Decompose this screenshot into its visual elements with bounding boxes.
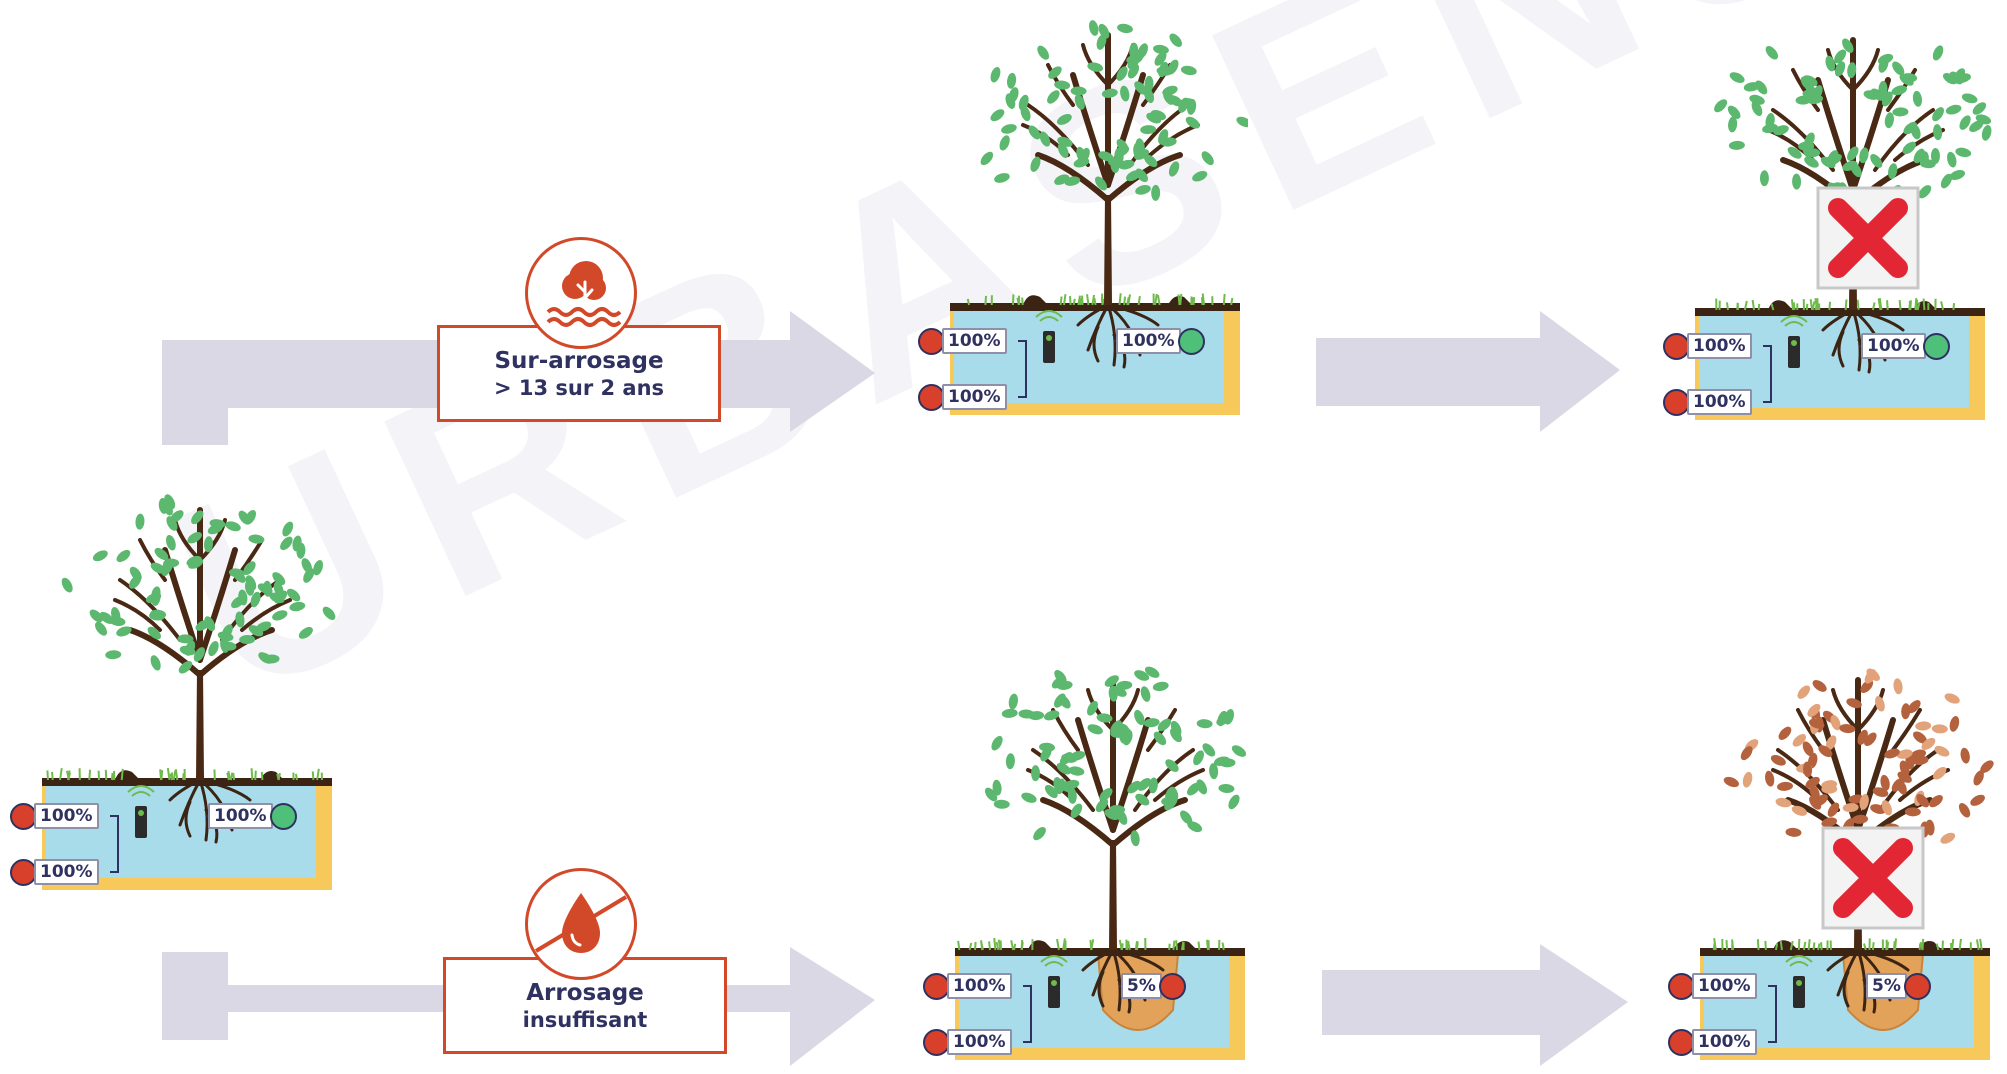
sensor-value: 100% (1687, 389, 1752, 415)
tree-leaves (984, 666, 1247, 847)
sensor-dot-icon (918, 383, 945, 411)
sensor-dot-icon (1668, 1028, 1695, 1056)
sensor-dot-icon (923, 972, 950, 1000)
cross-icon (1833, 838, 1913, 918)
tree-leaves (61, 494, 336, 674)
scene-under-stage-2: 100% 5% 100% (1668, 650, 1998, 1070)
sensor-reading-right: 100% (1116, 327, 1205, 355)
sensor-reading-left-bottom: 100% (10, 858, 99, 886)
sensor-dot-icon (1158, 972, 1186, 1000)
tree-trunk (1104, 195, 1112, 305)
tree-waves-icon (546, 261, 622, 327)
sensor-dot-icon (1663, 388, 1690, 416)
sensor-dot-icon (1668, 972, 1695, 1000)
scene-over-stage-1: 100% 100% 100% (918, 5, 1252, 425)
ground-line (1700, 948, 1990, 956)
ground-line (1695, 308, 1985, 316)
tree-leaves (980, 20, 1252, 201)
sensor-value: 100% (1861, 333, 1926, 359)
arrow-under-to-result (1322, 944, 1628, 1066)
sensor-value: 5% (1866, 973, 1907, 999)
sensor-reading-left-top: 100% (918, 327, 1007, 355)
sensor-device (1048, 976, 1060, 1008)
sensor-dot-icon (1903, 972, 1931, 1000)
scene-over-stage-2: 100% 100% 100% (1663, 10, 1993, 430)
sensor-device (1043, 331, 1055, 363)
arrow-over-to-result (1316, 311, 1620, 432)
sensor-dot-icon (10, 858, 37, 886)
scene-over-stage-1-drawing (950, 20, 1252, 415)
under-watering-line1: Arrosage (526, 979, 644, 1006)
tree-leaves (1723, 668, 1994, 846)
sensor-reading-left-top: 100% (923, 972, 1012, 1000)
under-watering-line2: insuffisant (522, 1007, 648, 1032)
sensor-value: 100% (208, 803, 273, 829)
ground-line (950, 303, 1240, 311)
sensor-dot-icon (10, 802, 37, 830)
ground-line (955, 948, 1245, 956)
sensor-reading-left-bottom: 100% (918, 383, 1007, 411)
sensor-reading-right: 100% (1861, 332, 1950, 360)
sensor-value: 100% (34, 859, 99, 885)
over-watering-label: Sur-arrosage > 13 sur 2 ans (437, 325, 721, 422)
sensor-reading-right: 5% (1866, 972, 1931, 1000)
cross-icon (1828, 198, 1908, 278)
sensor-value: 100% (942, 384, 1007, 410)
sensor-reading-left-top: 100% (1663, 332, 1752, 360)
sensor-reading-left-top: 100% (10, 802, 99, 830)
sensor-reading-left-bottom: 100% (1668, 1028, 1757, 1056)
sensor-value: 100% (1692, 1029, 1757, 1055)
over-watering-line1: Sur-arrosage (494, 347, 664, 374)
scene-under-stage-1: 100% 5% 100% (923, 650, 1253, 1070)
sensor-reading-left-top: 100% (1668, 972, 1757, 1000)
sensor-device (1788, 336, 1800, 368)
scene-initial: 100% 100% 100% (10, 480, 340, 900)
sensor-dot-icon (1177, 327, 1205, 355)
sensor-value: 100% (1692, 973, 1757, 999)
sensor-value: 100% (947, 1029, 1012, 1055)
tree-trunk (196, 670, 204, 780)
sensor-dot-icon (918, 327, 945, 355)
sensor-device (135, 806, 147, 838)
tree-trunk (1109, 840, 1117, 950)
sensor-value: 5% (1121, 973, 1162, 999)
sensor-reading-left-bottom: 100% (923, 1028, 1012, 1056)
sensor-dot-icon (269, 802, 297, 830)
sensor-value: 100% (942, 328, 1007, 354)
sensor-reading-right: 5% (1121, 972, 1186, 1000)
sensor-device (1793, 976, 1805, 1008)
sensor-reading-left-bottom: 100% (1663, 388, 1752, 416)
sensor-dot-icon (1922, 332, 1950, 360)
sensor-value: 100% (1687, 333, 1752, 359)
sensor-value: 100% (947, 973, 1012, 999)
ground-line (42, 778, 332, 786)
sensor-dot-icon (923, 1028, 950, 1056)
sensor-value: 100% (1116, 328, 1181, 354)
under-watering-badge (525, 868, 637, 980)
sensor-reading-right: 100% (208, 802, 297, 830)
over-watering-line2: > 13 sur 2 ans (493, 375, 665, 400)
over-watering-badge (525, 237, 637, 349)
sensor-dot-icon (1663, 332, 1690, 360)
no-water-drop-icon (534, 893, 628, 953)
sensor-value: 100% (34, 803, 99, 829)
